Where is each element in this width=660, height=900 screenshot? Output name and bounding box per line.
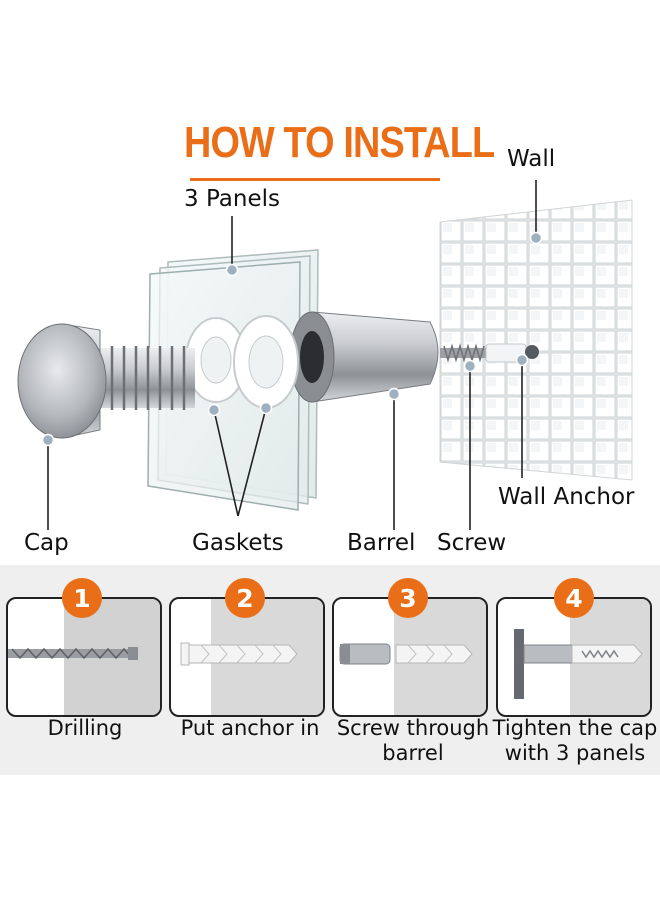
exploded-diagram	[17, 180, 633, 530]
label-3-panels: 3 Panels	[184, 186, 280, 212]
step-3-caption: Screw through barrel	[336, 716, 490, 765]
step-2-badge: 2	[225, 578, 265, 618]
step-3-illustration	[332, 597, 488, 717]
leader-lines	[47, 180, 537, 530]
step-2-caption: Put anchor in	[180, 716, 320, 740]
step-1-illustration	[6, 597, 162, 717]
barrel	[289, 311, 439, 403]
label-wall: Wall	[507, 146, 556, 172]
label-screw: Screw	[437, 530, 507, 556]
step-4-caption: Tighten the cap with 3 panels	[492, 716, 658, 765]
title-underline	[190, 178, 440, 181]
label-cap: Cap	[24, 530, 69, 556]
page-title: HOW TO INSTALL	[184, 118, 495, 167]
step-1-badge: 1	[62, 578, 102, 618]
screw-and-anchor	[440, 343, 539, 363]
leader-dots	[41, 231, 543, 447]
cap	[17, 323, 195, 439]
label-gaskets: Gaskets	[192, 530, 284, 556]
gaskets	[185, 315, 299, 409]
label-wall-anchor: Wall Anchor	[498, 484, 635, 510]
wall	[439, 199, 633, 481]
step-3-badge: 3	[388, 578, 428, 618]
step-1-caption: Drilling	[47, 716, 123, 740]
step-4-badge: 4	[554, 578, 594, 618]
label-barrel: Barrel	[347, 530, 416, 556]
